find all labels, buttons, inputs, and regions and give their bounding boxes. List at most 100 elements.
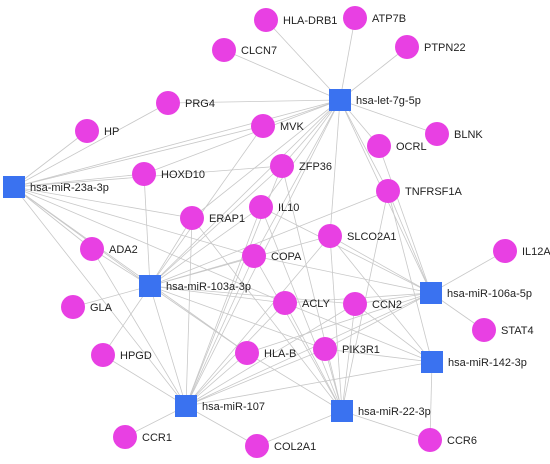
gene-circle bbox=[376, 179, 400, 203]
node-label: COPA bbox=[271, 251, 302, 263]
node-label: CCR6 bbox=[447, 435, 477, 447]
gene-circle bbox=[418, 428, 442, 452]
gene-node: HLA-DRB1 bbox=[254, 8, 337, 32]
edge-line bbox=[13, 186, 286, 304]
edge-line bbox=[341, 410, 431, 441]
node-label: IL10 bbox=[278, 202, 299, 214]
gene-node: ZFP36 bbox=[270, 154, 332, 178]
mirna-node: hsa-miR-107 bbox=[175, 395, 265, 417]
edge-line bbox=[191, 99, 341, 219]
edge-line bbox=[149, 285, 187, 407]
gene-circle bbox=[318, 224, 342, 248]
gene-node: HP bbox=[75, 119, 119, 143]
edge-line bbox=[149, 255, 255, 287]
gene-node: COPA bbox=[242, 244, 302, 268]
gene-node: GLA bbox=[61, 295, 113, 319]
edge-line bbox=[13, 173, 145, 188]
gene-node: CCR1 bbox=[113, 425, 172, 449]
edge-line bbox=[354, 292, 432, 305]
node-label: ADA2 bbox=[109, 244, 138, 256]
mirna-node: hsa-miR-103a-3p bbox=[139, 275, 251, 297]
edge-line bbox=[430, 250, 506, 294]
edge-line bbox=[185, 348, 326, 407]
node-label: STAT4 bbox=[501, 325, 534, 337]
edge-line bbox=[149, 285, 326, 350]
edge-line bbox=[13, 102, 169, 188]
gene-node: STAT4 bbox=[472, 318, 534, 342]
gene-circle bbox=[249, 195, 273, 219]
mirna-node: hsa-miR-22-3p bbox=[331, 400, 431, 422]
edge-line bbox=[339, 99, 438, 135]
gene-node: BLNK bbox=[425, 122, 483, 146]
edge-line bbox=[329, 235, 432, 294]
node-label: hsa-let-7g-5p bbox=[356, 95, 421, 107]
edge-line bbox=[185, 206, 262, 407]
edge-line bbox=[256, 410, 343, 447]
edge-line bbox=[341, 303, 356, 412]
mirna-square bbox=[329, 89, 351, 111]
gene-node: OCRL bbox=[367, 134, 427, 158]
gene-circle bbox=[395, 35, 419, 59]
gene-circle bbox=[367, 134, 391, 158]
edge-line bbox=[246, 352, 343, 412]
node-label: COL2A1 bbox=[274, 441, 316, 453]
gene-circle bbox=[245, 434, 269, 458]
edge-line bbox=[284, 302, 343, 412]
edge-line bbox=[72, 285, 151, 308]
edge-line bbox=[387, 190, 432, 294]
gene-circle bbox=[472, 318, 496, 342]
gene-circle bbox=[113, 425, 137, 449]
node-label: ACLY bbox=[302, 298, 331, 310]
edge-line bbox=[149, 206, 262, 287]
edge-line bbox=[260, 206, 432, 294]
edge-line bbox=[91, 248, 187, 407]
mirna-square bbox=[331, 400, 353, 422]
gene-node: ATP7B bbox=[343, 6, 406, 30]
gene-node: TNFRSF1A bbox=[376, 179, 463, 203]
gene-node: MVK bbox=[251, 114, 305, 138]
node-label: ATP7B bbox=[372, 13, 406, 25]
edge-line bbox=[13, 186, 255, 257]
mirna-node: hsa-miR-23a-3p bbox=[3, 176, 109, 198]
edge-line bbox=[13, 186, 193, 219]
gene-node: PIK3R1 bbox=[313, 337, 380, 361]
gene-circle bbox=[91, 343, 115, 367]
gene-circle bbox=[251, 114, 275, 138]
gene-circle bbox=[80, 237, 104, 261]
edge-line bbox=[13, 186, 93, 250]
edge-line bbox=[149, 190, 389, 287]
gene-circle bbox=[493, 239, 517, 263]
node-label: SLCO2A1 bbox=[347, 231, 397, 243]
gene-node: COL2A1 bbox=[245, 434, 316, 458]
gene-circle bbox=[75, 119, 99, 143]
edge-line bbox=[339, 46, 408, 101]
node-label: hsa-miR-142-3p bbox=[448, 357, 527, 369]
edge-line bbox=[260, 99, 341, 208]
edge-line bbox=[262, 99, 341, 127]
edge-line bbox=[149, 285, 248, 354]
gene-circle bbox=[343, 6, 367, 30]
node-label: PIK3R1 bbox=[342, 344, 380, 356]
node-label: HPGD bbox=[120, 350, 152, 362]
edge-line bbox=[191, 217, 343, 412]
edge-line bbox=[149, 99, 341, 287]
edge-line bbox=[265, 19, 341, 101]
node-label: HLA-B bbox=[264, 348, 296, 360]
edge-line bbox=[185, 361, 433, 407]
gene-node: IL12A bbox=[493, 239, 550, 263]
node-label: CCR1 bbox=[142, 432, 172, 444]
gene-node: PTPN22 bbox=[395, 35, 466, 59]
gene-node: ERAP1 bbox=[180, 206, 245, 230]
edge-layer bbox=[13, 17, 506, 447]
edge-line bbox=[149, 285, 286, 304]
edge-line bbox=[339, 99, 389, 192]
mirna-square bbox=[139, 275, 161, 297]
gene-node: HPGD bbox=[91, 343, 152, 367]
edge-line bbox=[185, 303, 356, 407]
edge-line bbox=[149, 217, 193, 287]
gene-circle bbox=[212, 38, 236, 62]
node-label: MVK bbox=[280, 121, 305, 133]
node-label: OCRL bbox=[396, 141, 427, 153]
edge-line bbox=[246, 292, 432, 354]
edge-line bbox=[281, 165, 343, 412]
